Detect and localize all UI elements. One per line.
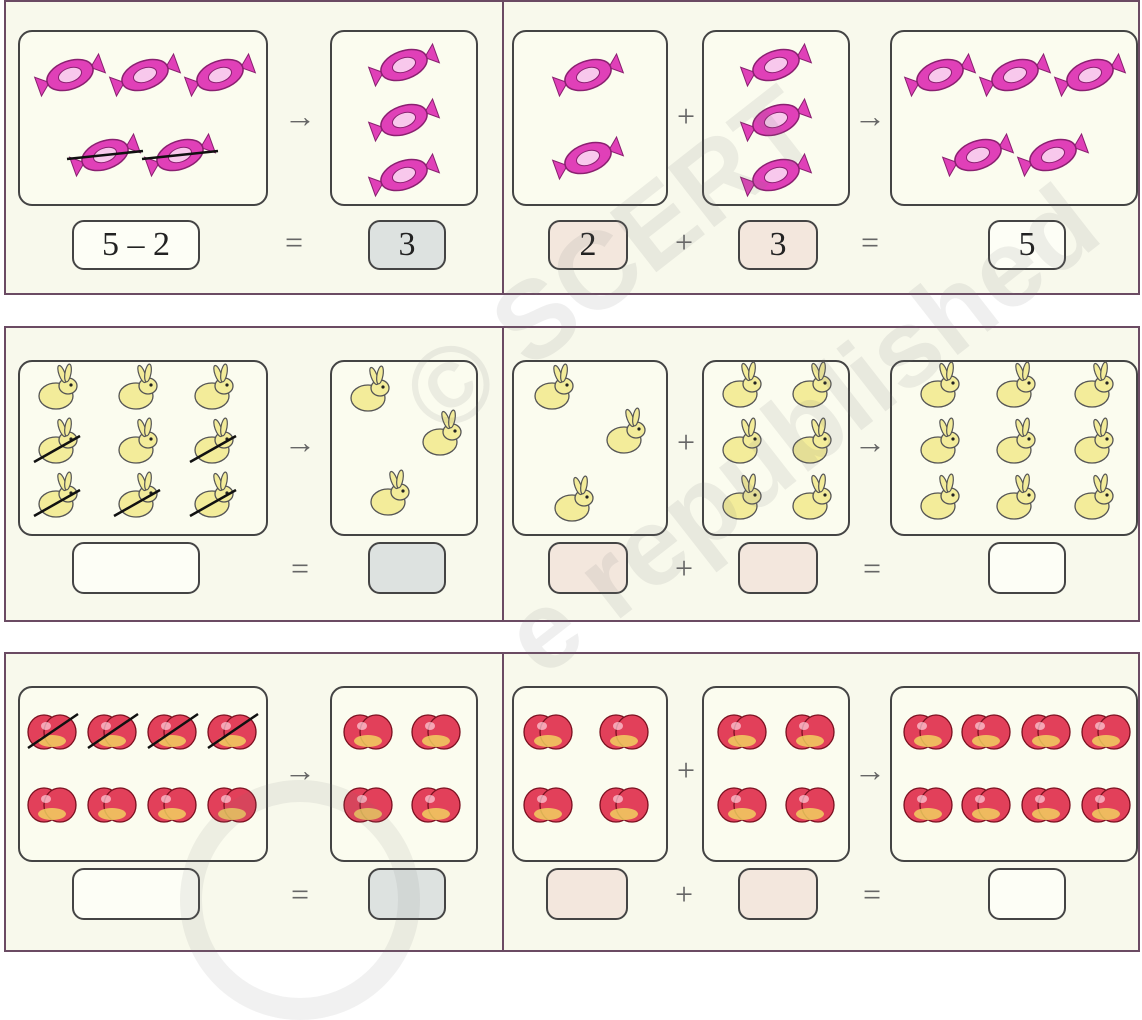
apple-icon <box>600 715 648 749</box>
candy-icon <box>941 130 1014 180</box>
candy-icon <box>64 127 145 184</box>
apple-icon <box>524 788 572 822</box>
rabbit-icon <box>119 364 157 409</box>
rabbit-icon <box>921 362 959 407</box>
candy-icon <box>367 150 440 200</box>
rabbit-icon <box>1075 418 1113 463</box>
rabbit-icon <box>997 474 1035 519</box>
rabbit-icon <box>114 472 160 517</box>
apple-icon <box>786 788 834 822</box>
apple-icon <box>28 788 76 822</box>
rabbit-icon <box>190 418 236 463</box>
apple-icon <box>600 788 648 822</box>
candy-icon <box>139 127 220 184</box>
rabbit-icon <box>555 476 593 521</box>
candy-icon <box>551 50 624 100</box>
apple-icon <box>1022 788 1070 822</box>
candy-icon <box>978 50 1051 100</box>
rabbit-icon <box>723 418 761 463</box>
candy-icon <box>33 50 106 100</box>
rabbit-icon <box>997 418 1035 463</box>
apple-icon <box>148 788 196 822</box>
candy-icon <box>1016 130 1089 180</box>
rabbit-icon <box>1075 474 1113 519</box>
rabbit-icon <box>423 410 461 455</box>
rabbit-icon <box>723 362 761 407</box>
rabbit-icon <box>371 470 409 515</box>
candy-icon <box>551 133 624 183</box>
candy-icon <box>739 150 812 200</box>
watermark-copyright-circle <box>180 780 420 1020</box>
rabbit-icon <box>39 364 77 409</box>
candy-icon <box>1053 50 1126 100</box>
candy-icon <box>367 95 440 145</box>
rabbit-icon <box>793 474 831 519</box>
rabbit-icon <box>921 474 959 519</box>
apple-icon <box>344 715 392 749</box>
candy-icon <box>108 50 181 100</box>
apple-icon <box>718 788 766 822</box>
rabbit-icon <box>793 362 831 407</box>
rabbit-icon <box>351 366 389 411</box>
rabbit-icon <box>607 408 645 453</box>
candy-icon <box>367 40 440 90</box>
apple-icon <box>1082 788 1130 822</box>
rabbit-icon <box>119 418 157 463</box>
apple-icon <box>962 715 1010 749</box>
rabbit-icon <box>34 472 80 517</box>
candy-icon <box>739 95 812 145</box>
rabbit-icon <box>997 362 1035 407</box>
apple-icon <box>1022 715 1070 749</box>
rabbit-icon <box>34 418 80 463</box>
apple-icon <box>962 788 1010 822</box>
candy-icon <box>183 50 256 100</box>
rabbit-icon <box>1075 362 1113 407</box>
apple-icon <box>88 714 138 749</box>
apple-icon <box>786 715 834 749</box>
apple-icon <box>524 715 572 749</box>
apple-icon <box>148 714 198 749</box>
rabbit-icon <box>793 418 831 463</box>
rabbit-icon <box>190 472 236 517</box>
apple-icon <box>718 715 766 749</box>
apple-icon <box>904 715 952 749</box>
apple-icon <box>28 714 78 749</box>
rabbit-icon <box>921 418 959 463</box>
rabbit-icon <box>535 364 573 409</box>
apple-icon <box>412 788 460 822</box>
apple-icon <box>1082 715 1130 749</box>
apple-icon <box>904 788 952 822</box>
candy-icon <box>903 50 976 100</box>
apple-icon <box>412 715 460 749</box>
rabbit-icon <box>195 364 233 409</box>
apple-icon <box>208 714 258 749</box>
candy-icon <box>739 40 812 90</box>
apple-icon <box>88 788 136 822</box>
items-layer <box>0 0 1142 954</box>
rabbit-icon <box>723 474 761 519</box>
